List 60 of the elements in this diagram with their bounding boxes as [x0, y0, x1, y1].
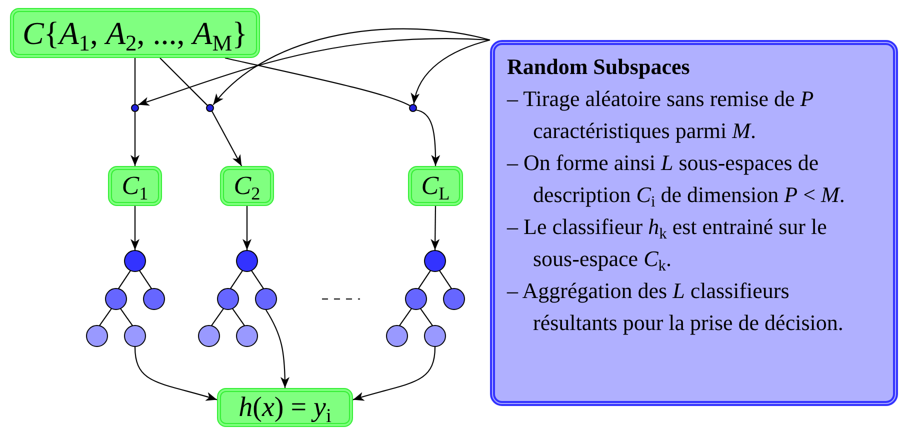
connector-line — [134, 58, 136, 104]
arrow — [430, 206, 440, 250]
tree-node-circle — [143, 288, 165, 310]
connector-line — [138, 270, 152, 290]
tree-node-circle — [86, 325, 108, 347]
tree-node-circle — [124, 250, 146, 272]
bullet-item: – Aggrégation des L classifieurs résultants pour la prise de décision. — [507, 277, 844, 337]
arrow — [130, 112, 140, 166]
info-panel — [490, 40, 898, 406]
tree-node-circle — [424, 325, 446, 347]
tree-node-circle — [124, 325, 146, 347]
junction-dot — [131, 104, 139, 112]
arrow — [266, 310, 290, 388]
connector-line — [398, 308, 412, 326]
tree-node-circle — [236, 250, 258, 272]
arrow — [416, 109, 440, 166]
connector-line — [230, 270, 244, 290]
connector-line — [250, 270, 264, 290]
tree-node-circle — [386, 325, 408, 347]
connector-line — [210, 308, 224, 326]
connector-line — [420, 308, 434, 326]
arrow — [352, 346, 436, 401]
tree-node-circle — [105, 288, 127, 310]
tree-node-circle — [198, 325, 220, 347]
math-label: C$_{1}$ — [122, 171, 148, 201]
tree-node-circle — [405, 288, 427, 310]
panel-heading: Random Subspaces — [507, 53, 691, 81]
connector-line — [232, 308, 246, 326]
connector-line — [160, 58, 208, 106]
connector-line — [120, 308, 134, 326]
connector-line — [418, 270, 432, 290]
connector-line — [118, 270, 132, 290]
arrow — [130, 206, 140, 250]
connector-line — [224, 57, 410, 106]
connector-line — [98, 308, 112, 326]
arrow — [212, 110, 242, 166]
math-label: C{A$_{1}$, A$_{2}$, ..., A$_{M}$} — [22, 14, 248, 52]
math-label: C$_{2}$ — [234, 171, 260, 201]
process-box — [10, 8, 260, 58]
junction-dot — [206, 104, 214, 112]
bullet-item: – Le classifieur h$_{k}$ est entrainé sur le sous-espace C$_{k}$. — [507, 213, 828, 275]
arrow — [242, 206, 252, 250]
bullet-item: – On forme ainsi L sous-espaces de description C$_{i}$ de dimension P < M. — [507, 149, 846, 211]
tree-node-circle — [217, 288, 239, 310]
arrow — [412, 39, 490, 104]
tree-node-circle — [424, 250, 446, 272]
junction-dot — [409, 104, 417, 112]
tree-node-circle — [443, 288, 465, 310]
process-box — [217, 388, 353, 427]
math-label: C$_{L}$ — [421, 171, 450, 201]
bullet-item: – Tirage aléatoire sans remise de P caractéristiques parmi M. — [507, 85, 815, 145]
process-box — [108, 166, 162, 206]
tree-node-circle — [236, 325, 258, 347]
process-box — [408, 166, 463, 206]
arrow — [212, 28, 490, 106]
arrow — [134, 346, 218, 401]
connector-line — [438, 270, 452, 290]
tree-node-circle — [255, 288, 277, 310]
math-label: h(x) = y$_{i}$ — [238, 392, 332, 424]
process-box — [220, 166, 274, 206]
